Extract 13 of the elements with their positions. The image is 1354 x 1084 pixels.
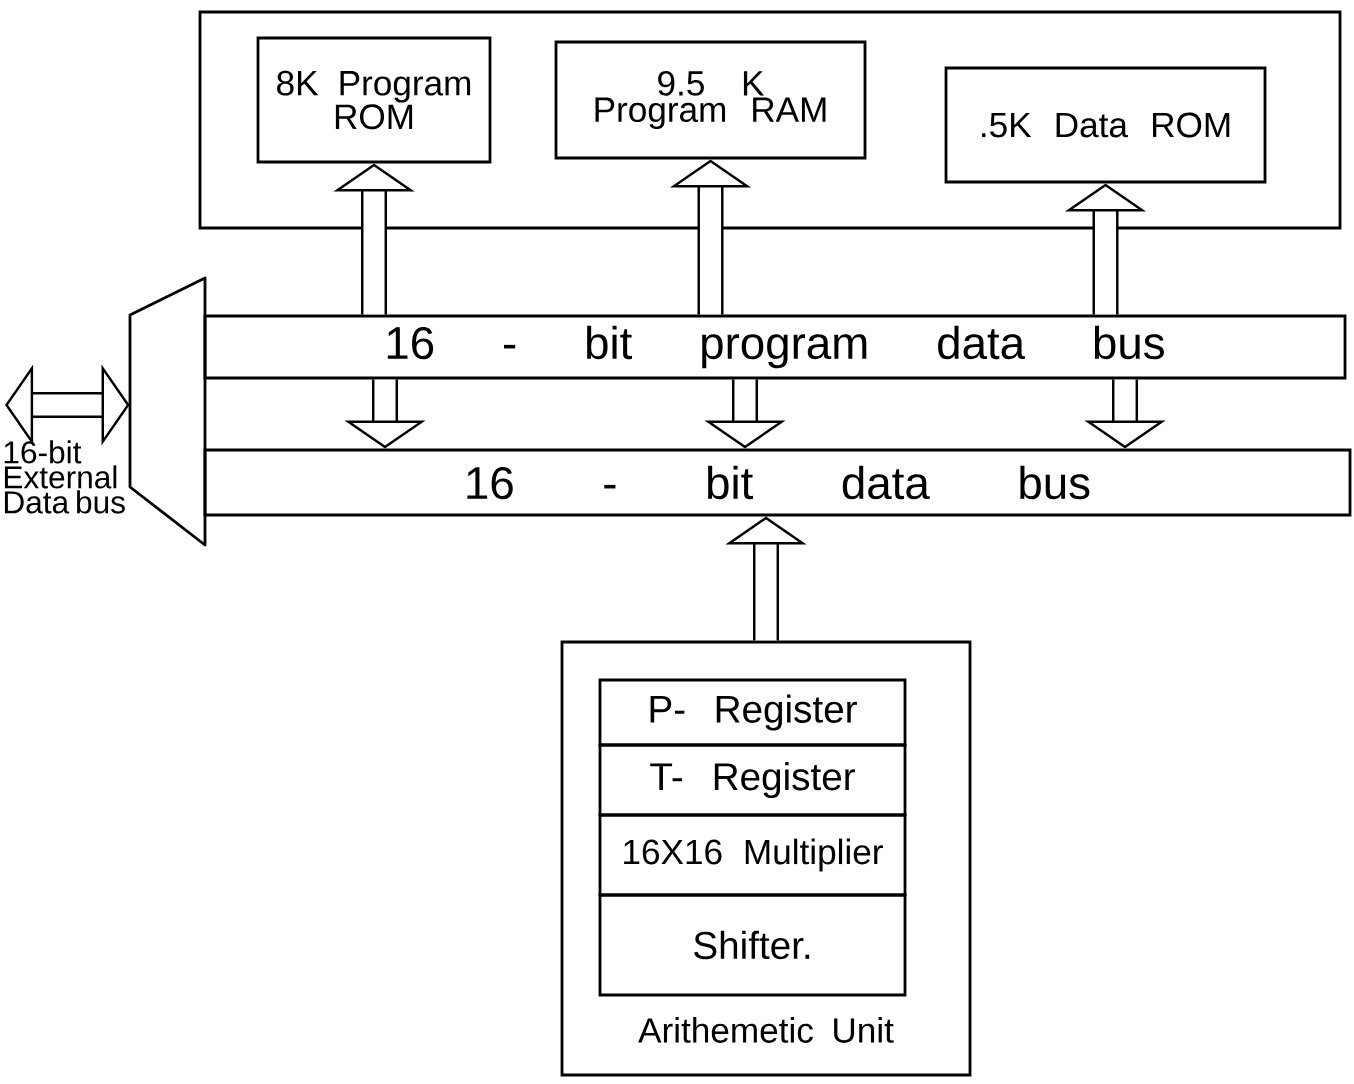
memory-block: 8K Program ROM [256,36,492,164]
multiplexer-trapezoid [128,276,207,547]
register-cell: 16X16 Multiplier [598,813,907,897]
side-label: 16-bit External Data bus [4,440,125,514]
memory-box [198,10,1342,230]
bus-bar: 16 - bit program data bus [203,314,1347,380]
register-cell: P- Register [598,678,907,747]
block-arrow [5,364,130,446]
memory-block: .5K Data ROM [944,66,1267,184]
bus-bar: 16 - bit data bus [203,448,1352,517]
register-cell: Shifter. [598,893,907,997]
memory-block: 9.5 K Program RAM [554,40,867,160]
register-cell: T- Register [598,743,907,817]
